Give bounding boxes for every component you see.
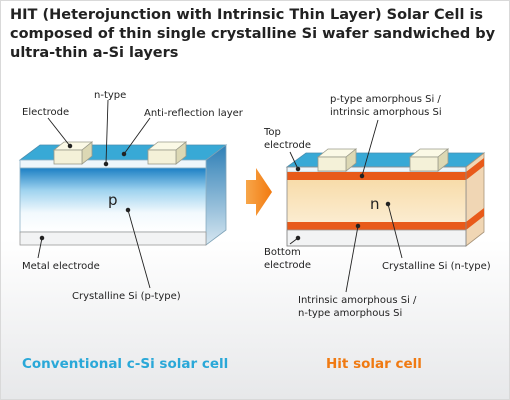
label-top-electrode-line1: Top — [264, 127, 281, 138]
right-side-orange-bottom — [466, 208, 484, 230]
label-crystalline-p: Crystalline Si (p-type) — [72, 291, 181, 302]
label-electrode: Electrode — [22, 107, 70, 118]
label-intrinsic-amorphous-line1: Intrinsic amorphous Si / — [298, 295, 417, 306]
label-intrinsic-amorphous: Intrinsic amorphous Si / n-type amorphou… — [298, 294, 416, 320]
label-bottom-electrode: Bottom electrode — [264, 246, 311, 272]
label-top-electrode: Top electrode — [264, 126, 311, 152]
label-bottom-electrode-line2: electrode — [264, 260, 312, 271]
right-bottom-electrode-layer — [286, 229, 467, 247]
label-p: p — [108, 191, 118, 209]
transition-arrow — [246, 168, 272, 216]
left-side-face — [205, 144, 227, 246]
left-leader-lines — [37, 99, 151, 289]
left-electrode-2 — [146, 141, 188, 165]
title-line-1: HIT (Heterojunction with Intrinsic Thin … — [10, 7, 484, 23]
label-n: n — [370, 195, 380, 213]
right-ptype-amorphous-layer — [287, 172, 466, 180]
figure-title: HIT (Heterojunction with Intrinsic Thin … — [10, 6, 500, 63]
right-side-orange-top — [466, 158, 484, 180]
hit-cell — [285, 119, 486, 293]
title-line-3: ultra-thin a-Si layers — [10, 45, 179, 61]
title-line-2: composed of thin single crystalline Si w… — [10, 26, 496, 42]
caption-hit: Hit solar cell — [326, 356, 422, 372]
label-crystalline-n: Crystalline Si (n-type) — [382, 261, 491, 272]
right-electrode-2 — [408, 148, 450, 172]
right-top-surface — [285, 152, 486, 168]
conventional-cell — [18, 99, 228, 289]
label-anti-reflection-layer: Anti-reflection layer — [144, 108, 243, 119]
right-electrode-1 — [316, 148, 358, 172]
right-ntype-body — [287, 180, 466, 222]
right-ntype-amorphous-layer — [287, 222, 466, 230]
label-ptype-amorphous-line2: intrinsic amorphous Si — [330, 107, 442, 118]
label-intrinsic-amorphous-line2: n-type amorphous Si — [298, 308, 403, 319]
label-top-electrode-line2: electrode — [264, 140, 312, 151]
label-ptype-amorphous-line1: p-type amorphous Si / — [330, 94, 441, 105]
caption-conventional: Conventional c-Si solar cell — [22, 356, 229, 372]
label-bottom-electrode-line1: Bottom — [264, 247, 301, 258]
left-electrode-1 — [52, 141, 94, 165]
label-metal-electrode: Metal electrode — [22, 261, 100, 272]
left-metal-layer — [19, 231, 207, 246]
label-ptype-amorphous: p-type amorphous Si / intrinsic amorphou… — [330, 93, 442, 119]
label-ntype: n-type — [94, 90, 127, 101]
left-ptype-body — [19, 167, 207, 233]
right-leader-lines — [289, 119, 403, 293]
